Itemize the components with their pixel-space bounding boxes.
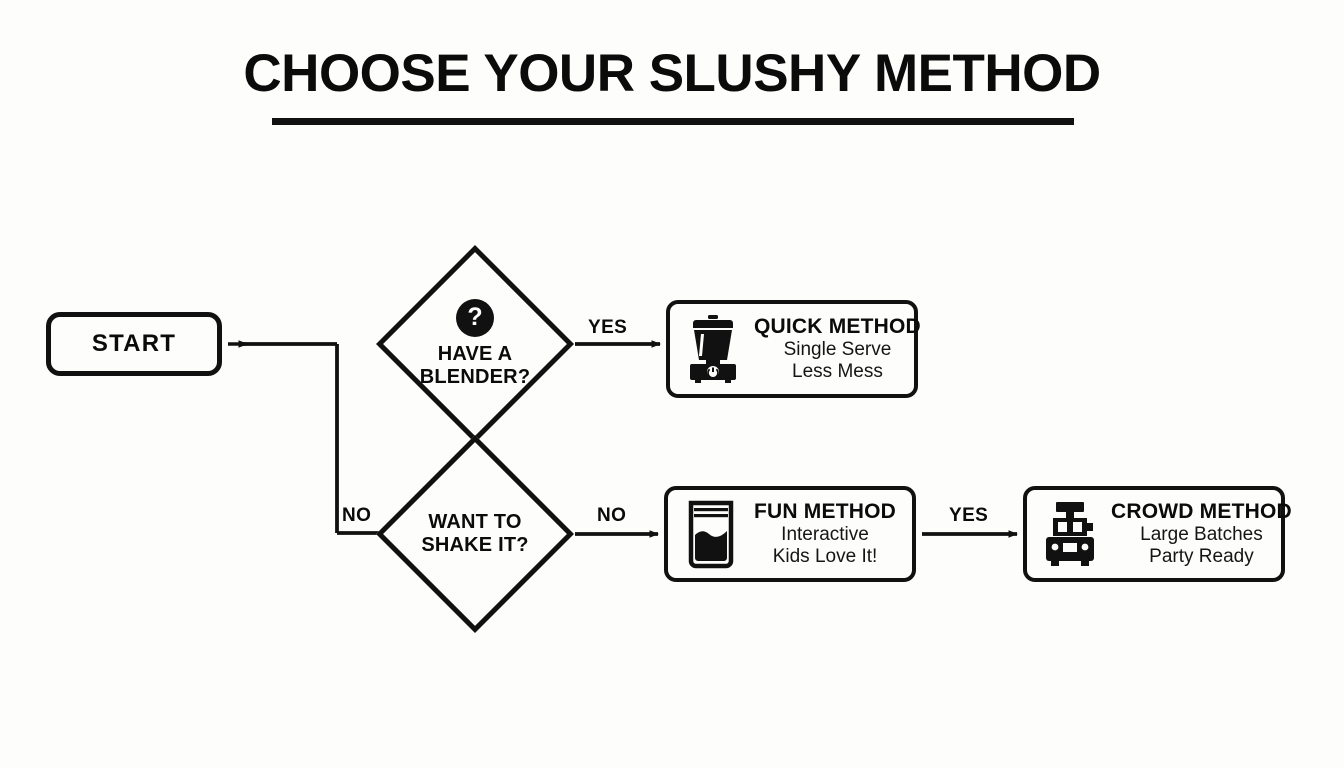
- edge-label-yes-fun: YES: [949, 505, 989, 526]
- blender-icon: [682, 311, 744, 387]
- edge-label-no-start: NO: [342, 505, 372, 526]
- outcome-subtitle-2: Party Ready: [1149, 545, 1254, 567]
- zip-bag-icon: [680, 496, 742, 572]
- node-outcome-fun-method[interactable]: FUN METHOD Interactive Kids Love It!: [664, 486, 916, 582]
- outcome-title: CROWD METHOD: [1111, 500, 1292, 524]
- node-decision-want-to-shake-it[interactable]: WANT TO SHAKE IT?: [376, 435, 574, 633]
- edge-label-no-shake: NO: [597, 505, 627, 526]
- edge-label-yes-blender: YES: [588, 317, 628, 338]
- diamond-outline: [376, 245, 574, 443]
- node-outcome-crowd-method[interactable]: CROWD METHOD Large Batches Party Ready: [1023, 486, 1292, 582]
- title-underline-rule: [272, 118, 1074, 125]
- outcome-subtitle-2: Kids Love It!: [772, 545, 878, 567]
- node-start[interactable]: START: [46, 312, 222, 376]
- page-title: CHOOSE YOUR SLUSHY METHOD: [0, 44, 1344, 103]
- node-outcome-quick-method[interactable]: QUICK METHOD Single Serve Less Mess: [666, 300, 921, 398]
- node-start-label: START: [91, 330, 177, 357]
- outcome-subtitle-1: Interactive: [781, 524, 869, 546]
- node-decision-have-a-blender[interactable]: ? HAVE A BLENDER?: [376, 245, 574, 443]
- diamond-outline: [376, 435, 574, 633]
- outcome-subtitle-1: Large Batches: [1140, 524, 1263, 546]
- outcome-subtitle-2: Less Mess: [792, 360, 883, 382]
- outcome-title: QUICK METHOD: [754, 315, 921, 339]
- slushy-machine-icon: [1039, 496, 1101, 572]
- page-title-text: CHOOSE YOUR SLUSHY METHOD: [243, 44, 1101, 103]
- outcome-title: FUN METHOD: [754, 500, 896, 524]
- outcome-subtitle-1: Single Serve: [783, 339, 892, 361]
